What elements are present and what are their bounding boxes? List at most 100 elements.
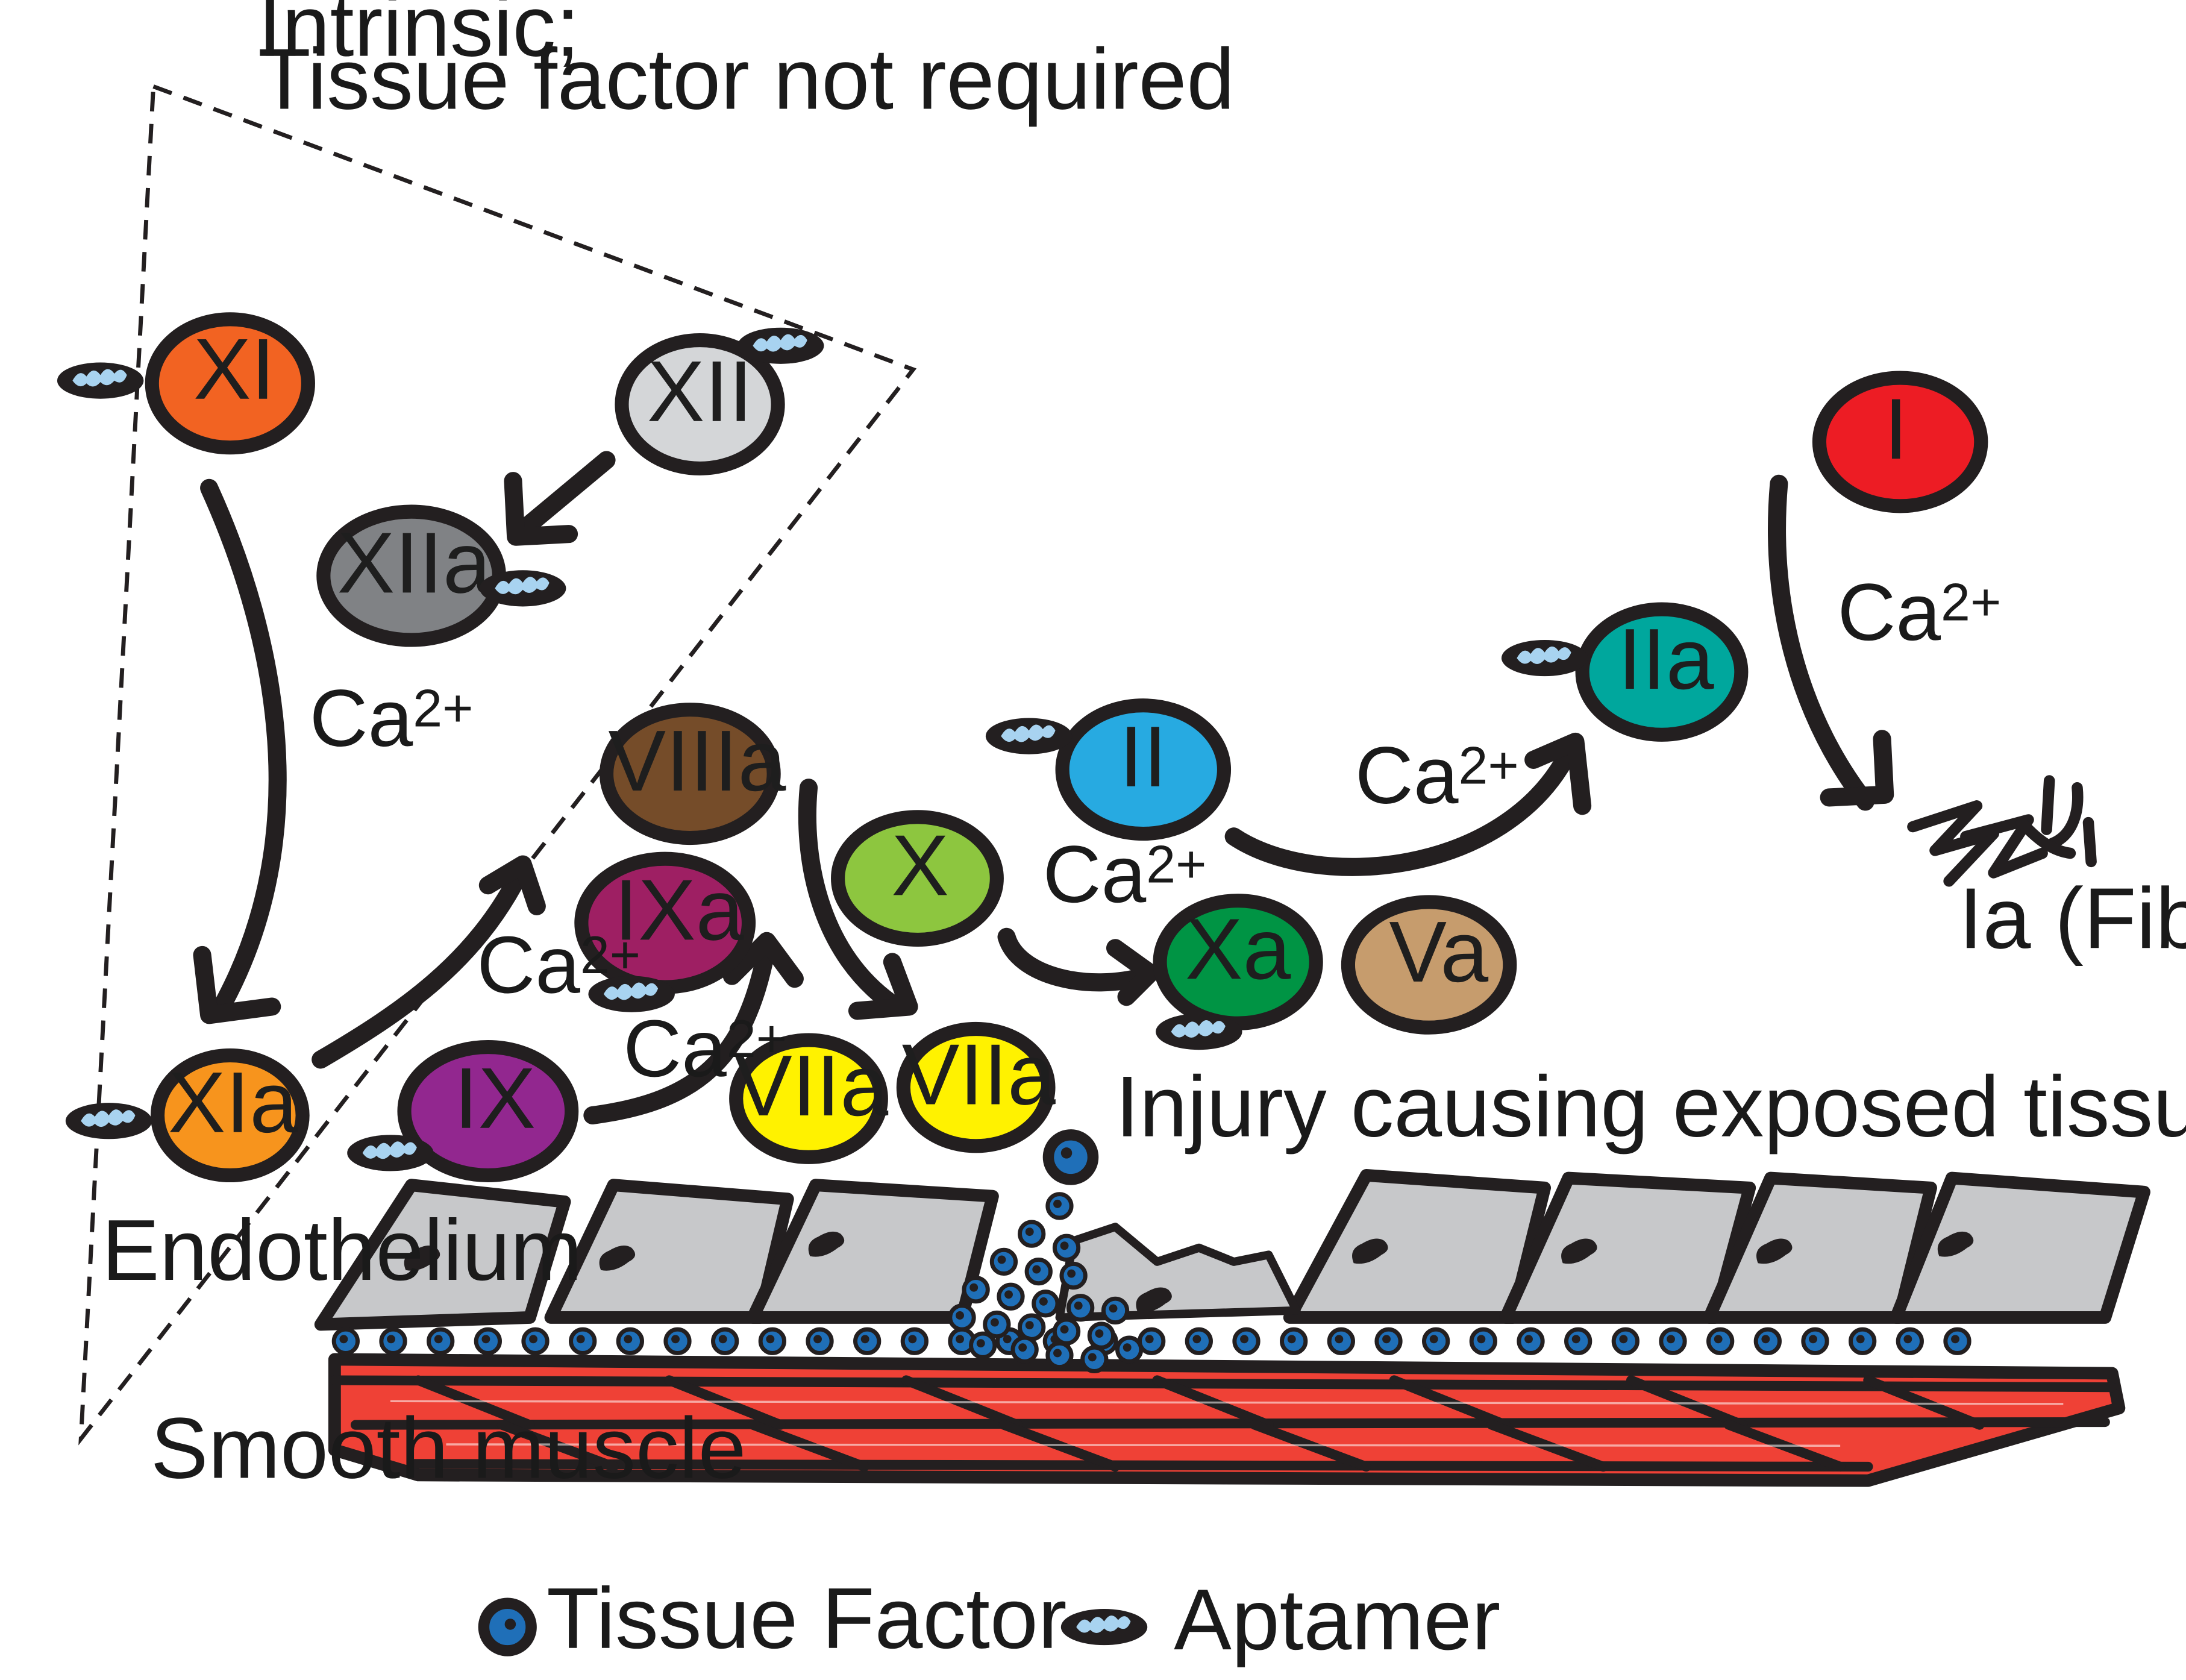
tissue-factor-dot	[1235, 1329, 1258, 1353]
tissue-factor-dot	[1519, 1329, 1542, 1353]
calcium-label: Ca2+	[1838, 568, 2002, 657]
factor-xia: XIa	[150, 1048, 310, 1183]
tissue-factor-dot	[1083, 1347, 1106, 1371]
tissue-factor-dot	[381, 1329, 405, 1353]
factor-xiia: XIIa	[316, 504, 506, 647]
tissue-factor-dot	[808, 1329, 831, 1353]
tissue-factor-dot	[1566, 1329, 1589, 1353]
tissue-factor-dot	[1661, 1329, 1685, 1353]
tissue-factor-dot	[1946, 1329, 1969, 1353]
arrow-ix-to-ixa	[583, 939, 776, 1124]
arrow-xii-to-xiia	[513, 451, 616, 539]
factor-viiia: VIIIa	[599, 703, 786, 845]
tissue-factor-dot	[1048, 1343, 1071, 1367]
damaged-endothelium	[1055, 1223, 1301, 1322]
calcium-label: Ca2+	[623, 1004, 787, 1094]
smooth-muscle-layer	[328, 1353, 2126, 1487]
tissue-factor-dot	[760, 1329, 784, 1353]
tissue-factor-dot	[971, 1334, 995, 1357]
tissue-factor-dot	[618, 1329, 642, 1353]
factor-label: IX	[454, 1050, 536, 1147]
tissue-factor-dot	[1424, 1329, 1448, 1353]
tissue-factor-marker	[1042, 1129, 1099, 1185]
factor-label: XIa	[168, 1055, 298, 1151]
arrow-viiia-to-x	[798, 779, 901, 1013]
tissue-factor-dot	[1027, 1259, 1050, 1283]
calcium-label: Ca2+	[477, 920, 640, 1010]
endothelial-cell	[314, 1179, 571, 1331]
aptamer-icon	[738, 327, 824, 364]
factor-iia: IIa	[1575, 602, 1749, 742]
tissue-factor-dot	[903, 1329, 926, 1353]
factor-label: XIIa	[337, 515, 491, 611]
aptamer-icon	[65, 1103, 152, 1139]
tissue-factor-dot	[1614, 1329, 1637, 1353]
tissue-factor-dot	[1013, 1338, 1036, 1361]
factor-label: IIa	[1618, 611, 1714, 707]
intrinsic-subtitle: Tissue factor not required	[258, 31, 1235, 127]
calcium-label: Ca2+	[310, 674, 474, 763]
tissue-factor-dot	[1020, 1315, 1044, 1339]
tissue-factor-dot	[1140, 1329, 1163, 1353]
tissue-factor-dot	[476, 1329, 500, 1353]
tissue-factor-dot	[1069, 1296, 1092, 1320]
legend: Tissue Factor Aptamer	[478, 1570, 1500, 1668]
factor-viia-1: VIIa	[729, 1033, 888, 1164]
legend-aptamer: Aptamer	[1174, 1572, 1500, 1668]
tissue-factor-dot	[1898, 1329, 1921, 1353]
tissue-factor-dot	[1103, 1299, 1127, 1322]
factor-label: VIIa	[734, 1038, 888, 1134]
tissue-factor-dot	[992, 1250, 1015, 1273]
tissue-factor-dot	[1850, 1329, 1874, 1353]
factor-xii: XII	[615, 333, 785, 475]
arrow-ii-to-iia	[1224, 744, 1578, 876]
calcium-label: Ca2+	[1355, 731, 1519, 821]
aptamer-icon	[57, 362, 144, 399]
tissue-factor-dot	[1054, 1236, 1078, 1259]
endothelium-label: Endothelium	[102, 1202, 582, 1299]
tissue-factor-dot	[1756, 1329, 1779, 1353]
aptamer-icon	[347, 1135, 434, 1171]
factor-label: IXa	[614, 862, 744, 958]
fibrin-strands	[1907, 775, 2097, 887]
calcium-label: Ca2+	[1043, 830, 1207, 920]
tissue-factor-dot	[334, 1329, 357, 1353]
tissue-factor-dot	[1034, 1292, 1057, 1315]
tissue-factor-dot	[1377, 1329, 1400, 1353]
arrow-i-to-fibrin	[1768, 474, 1874, 811]
factor-label: XI	[193, 321, 275, 418]
arrow-x-to-xa	[997, 927, 1155, 992]
factor-xa: Xa	[1153, 894, 1323, 1030]
tissue-factor-dot	[1187, 1329, 1210, 1353]
endothelial-cell	[1890, 1171, 2150, 1324]
tissue-factor-dot	[429, 1329, 453, 1353]
tissue-factor-dot	[1089, 1324, 1113, 1347]
tissue-factor-dot	[1471, 1329, 1495, 1353]
tissue-factor-dot	[1329, 1329, 1353, 1353]
arrow-xia-to-viiia	[312, 866, 528, 1069]
intrinsic-title: Intrinsic;	[258, 0, 580, 75]
aptamer-icon	[1501, 639, 1588, 677]
injury-label: Injury causing exposed tissue factor	[1115, 1059, 2186, 1155]
factor-label: X	[891, 817, 949, 914]
arrow-xi-to-xia	[200, 478, 287, 1013]
pathway-arrows	[193, 451, 1894, 1124]
factor-xi: XI	[145, 312, 315, 455]
factor-label: Va	[1389, 904, 1488, 1000]
tissue-factor-dot	[999, 1285, 1023, 1308]
endothelium-layer	[314, 1169, 2150, 1331]
aptamer-icon	[479, 570, 566, 607]
factor-va: Va	[1341, 895, 1517, 1035]
factor-label: XII	[647, 343, 753, 440]
tissue-factor-dot	[713, 1329, 737, 1353]
tissue-factor-legend-icon	[478, 1597, 537, 1656]
legend-tissue-factor: Tissue Factor	[546, 1570, 1067, 1667]
factor-label: II	[1119, 709, 1167, 805]
tissue-factor-dot	[1062, 1264, 1085, 1287]
tissue-factor-dot	[1282, 1329, 1306, 1353]
factor-label: VIIIa	[608, 713, 786, 809]
tissue-factor-dot	[1708, 1329, 1732, 1353]
tissue-factor-dot	[1020, 1222, 1044, 1246]
tissue-factor-dot	[1117, 1338, 1141, 1361]
factor-label: I	[1884, 381, 1908, 477]
